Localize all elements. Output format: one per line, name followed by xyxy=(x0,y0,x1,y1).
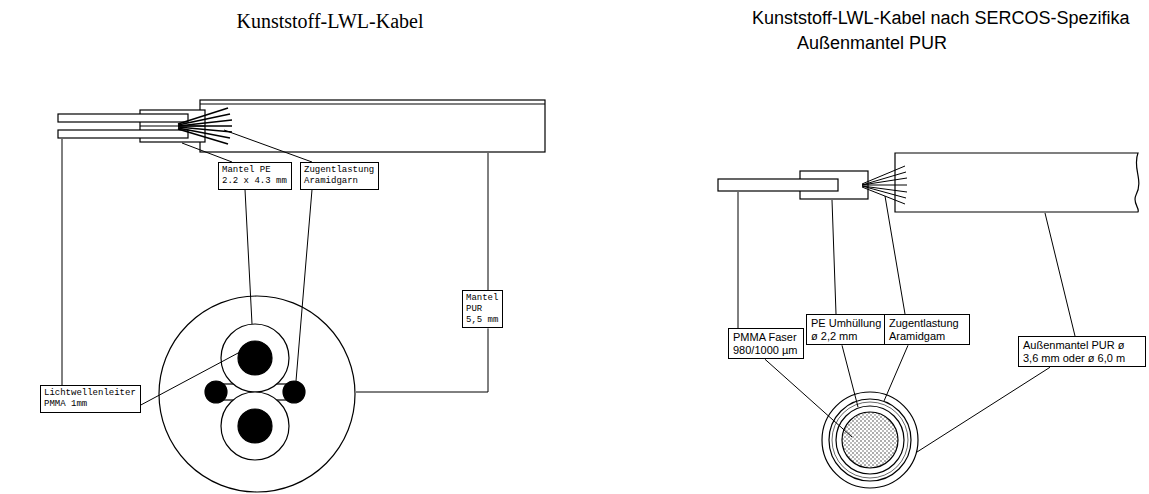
leader-line xyxy=(182,143,232,162)
callout-text: Außenmantel PUR ø 3,6 mm oder ø 6,0 m xyxy=(1023,339,1141,364)
callout-text: Zugentlastung Aramidgarn xyxy=(304,165,375,187)
title-text: Außenmantel PUR xyxy=(797,33,947,54)
right-cable-cross-section xyxy=(822,392,918,488)
callout-box: Lichtwellenleiter PMMA 1mm xyxy=(40,385,141,413)
callout-box: PMMA Faser 980/1000 µm xyxy=(728,328,804,359)
right-cable-side-view xyxy=(718,153,1139,212)
callout-text: PE Umhüllung ø 2,2 mm xyxy=(811,317,883,342)
callout-text: Mantel PE 2.2 x 4.3 mm xyxy=(222,165,288,187)
callout-text: Mantel PUR 5,5 mm xyxy=(466,293,499,325)
leader-line xyxy=(917,367,1050,452)
callout-box: Mantel PE 2.2 x 4.3 mm xyxy=(218,162,292,190)
callout-box: Mantel PUR 5,5 mm xyxy=(462,290,503,328)
callout-box: Zugentlastung Aramidgarn xyxy=(300,162,379,190)
callout-text: Zugentlastung Aramidgam xyxy=(889,317,965,342)
leader-line xyxy=(842,345,858,407)
left-cable-cross-section xyxy=(159,296,355,492)
callout-box: PE Umhüllung ø 2,2 mm xyxy=(806,314,888,345)
title-text: Kunststoff-LWL-Kabel nach SERCOS-Spezifi… xyxy=(752,8,1130,29)
leader-line xyxy=(765,359,852,437)
leader-line xyxy=(738,192,739,328)
leader-line xyxy=(1045,213,1075,336)
leader-line xyxy=(356,328,488,392)
leader-line xyxy=(296,190,312,381)
callout-box: Zugentlastung Aramidgam xyxy=(884,314,970,345)
leader-line xyxy=(62,139,63,385)
leader-line xyxy=(245,190,252,324)
leader-line xyxy=(885,196,905,314)
left-cable-side-view xyxy=(58,100,545,152)
leader-line xyxy=(488,153,489,290)
callout-text: PMMA Faser 980/1000 µm xyxy=(733,331,799,356)
leader-line xyxy=(884,345,908,401)
title-text: Kunststoff-LWL-Kabel xyxy=(237,10,424,33)
leader-line xyxy=(141,352,240,405)
leader-line xyxy=(224,130,312,162)
leader-line xyxy=(832,200,836,314)
callout-text: Lichtwellenleiter PMMA 1mm xyxy=(44,388,137,410)
callout-box: Außenmantel PUR ø 3,6 mm oder ø 6,0 m xyxy=(1018,336,1146,367)
